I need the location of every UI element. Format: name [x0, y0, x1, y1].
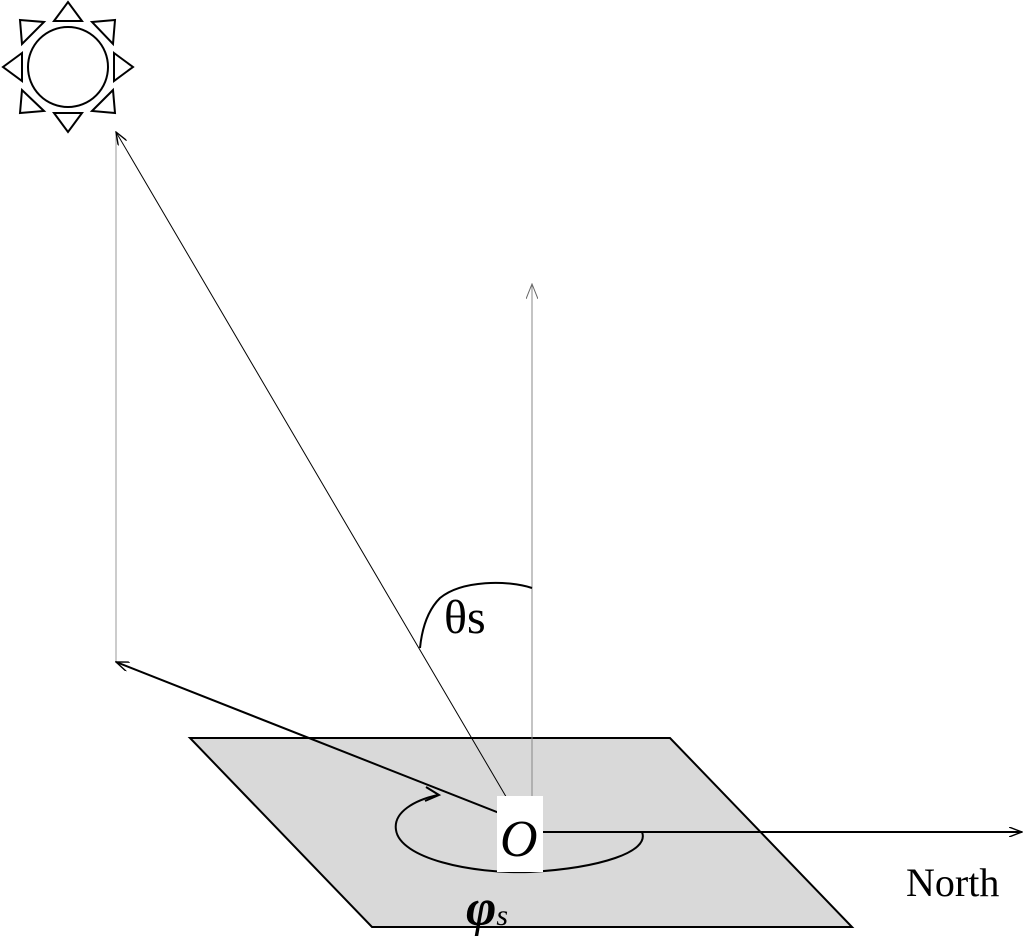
sun-icon: [1, 0, 135, 134]
azimuth-label: φs: [466, 880, 508, 937]
azimuth-arc: [394, 794, 644, 874]
north-label: North: [906, 860, 999, 905]
zenith-angle-arc: [419, 581, 533, 649]
origin-box: [497, 796, 543, 872]
azimuth-subscript: s: [496, 899, 508, 932]
zenith-angle-label: θs: [444, 591, 486, 644]
azimuth-symbol: φ: [466, 880, 496, 937]
origin-label: O: [500, 811, 538, 868]
azimuth-arc-arrowhead: [424, 786, 442, 802]
sun-direction-line: [116, 132, 509, 801]
sun-horizontal-projection: [116, 661, 513, 819]
